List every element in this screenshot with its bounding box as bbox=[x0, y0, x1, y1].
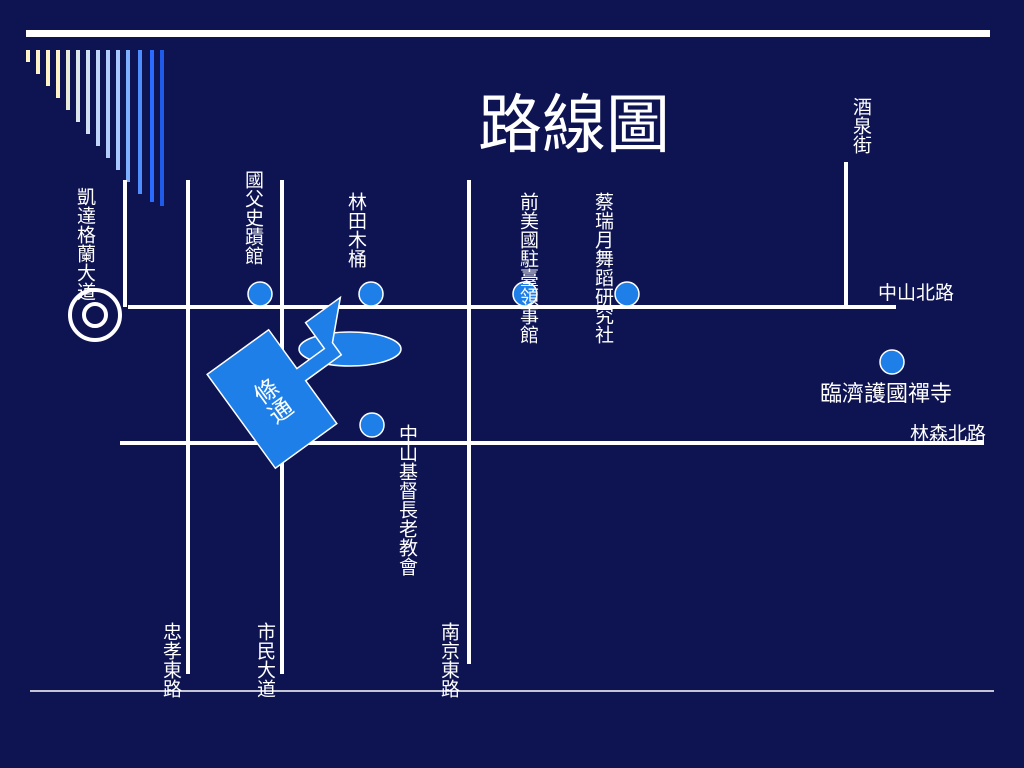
location-dot-icon bbox=[614, 281, 640, 307]
location-dot-icon bbox=[879, 349, 905, 375]
road-label-linsen-n: 林森北路 bbox=[910, 423, 987, 445]
location-dot-icon bbox=[358, 281, 384, 307]
road-label-nanjing-e: 南京東路 bbox=[438, 622, 460, 698]
landmark-label-linji: 臨濟護國禪寺 bbox=[820, 382, 953, 407]
location-dot-icon bbox=[359, 412, 385, 438]
road-label-zhongxiao-e: 忠孝東路 bbox=[160, 622, 182, 698]
location-dot-icon bbox=[247, 281, 273, 307]
location-dot-icon bbox=[512, 281, 538, 307]
landmark-label-sun-yat-sen: 國父史蹟館 bbox=[242, 170, 264, 265]
station-arrow-shape bbox=[206, 295, 343, 470]
decorative-bars bbox=[26, 50, 164, 206]
landmark-label-tsai-jui-yueh: 蔡瑞月舞蹈研究社 bbox=[592, 192, 614, 344]
top-rule bbox=[26, 30, 990, 37]
roads bbox=[120, 162, 984, 674]
road-label-ketagalan: 凱達格蘭大道 bbox=[74, 187, 96, 301]
road-label-jiuquan: 酒泉街 bbox=[850, 97, 872, 154]
landmark-label-lintian: 林田木桶 bbox=[345, 192, 367, 268]
road-label-shimin: 市民大道 bbox=[254, 622, 276, 698]
landmark-label-us-embassy: 前美國駐臺領事館 bbox=[517, 192, 539, 344]
target-circle-icon bbox=[68, 288, 122, 342]
page-title: 路線圖 bbox=[478, 89, 670, 163]
markers bbox=[247, 281, 905, 438]
road-label-zhongshan-n: 中山北路 bbox=[878, 282, 955, 304]
landmark-label-church: 中山基督長老教會 bbox=[396, 424, 418, 576]
